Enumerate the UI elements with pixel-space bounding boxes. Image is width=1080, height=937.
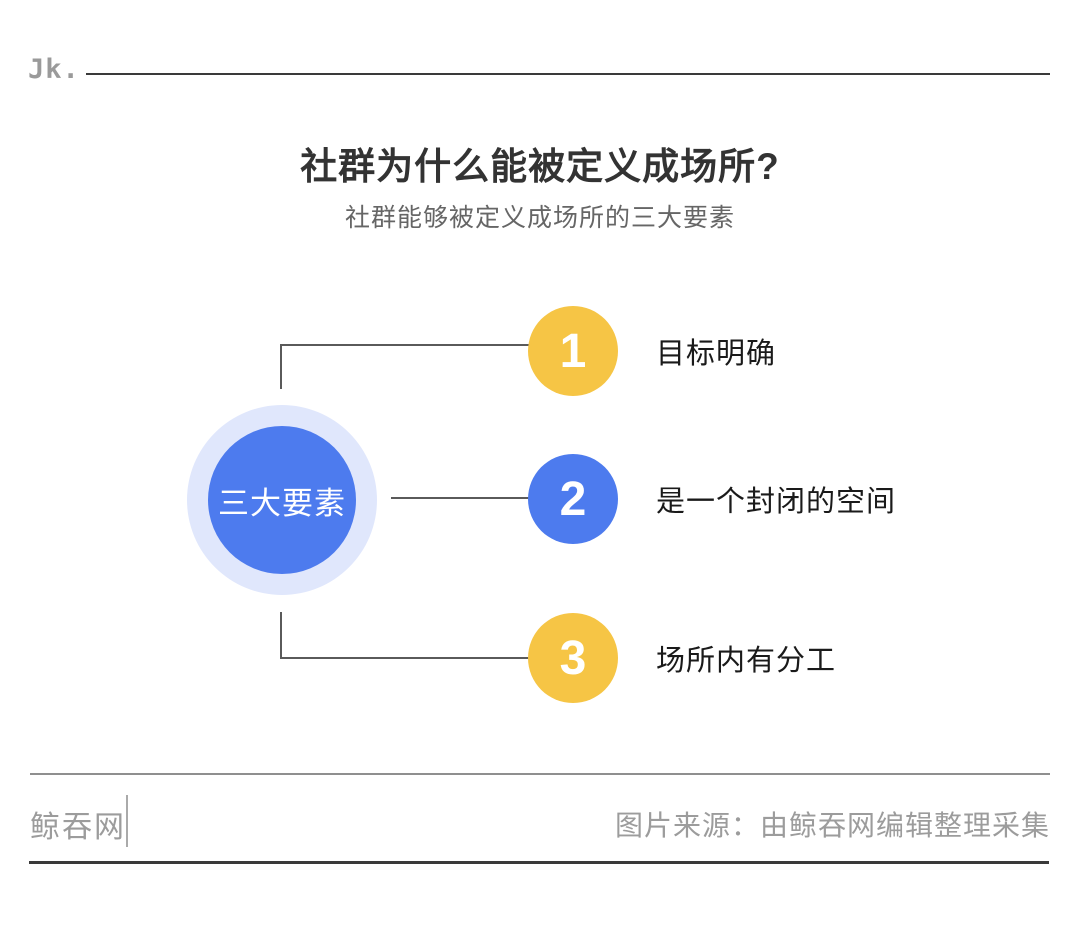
item-1-label: 目标明确 [656,338,777,370]
page-title: 社群为什么能被定义成场所? [300,146,780,187]
list-item: 3 场所内有分工 [528,613,836,703]
footer-source-credit: 图片来源：由鲸吞网编辑整理采集 [614,810,1050,841]
footer-brand-divider [126,795,128,847]
connector-3-horizontal [280,657,531,659]
header-divider-line [86,73,1050,75]
center-node-label: 三大要素 [218,485,346,521]
connector-2-horizontal [391,497,529,499]
page-subtitle: 社群能够被定义成场所的三大要素 [344,204,735,232]
item-2-label: 是一个封闭的空间 [656,486,897,518]
list-item: 1 目标明确 [528,306,776,396]
item-2-number-badge: 2 [528,454,618,544]
item-3-number-badge: 3 [528,613,618,703]
connector-3-vertical [280,612,282,659]
footer-brand-name: 鲸吞网 [30,811,126,844]
connector-1-horizontal [280,344,531,346]
connector-1-vertical [280,344,282,389]
item-3-label: 场所内有分工 [656,645,837,677]
footer-divider-line [30,773,1050,775]
brand-logo: Jk. [28,54,80,85]
bottom-border-line [29,861,1049,864]
item-1-number-badge: 1 [528,306,618,396]
list-item: 2 是一个封闭的空间 [528,454,896,544]
center-node: 三大要素 [208,426,356,574]
